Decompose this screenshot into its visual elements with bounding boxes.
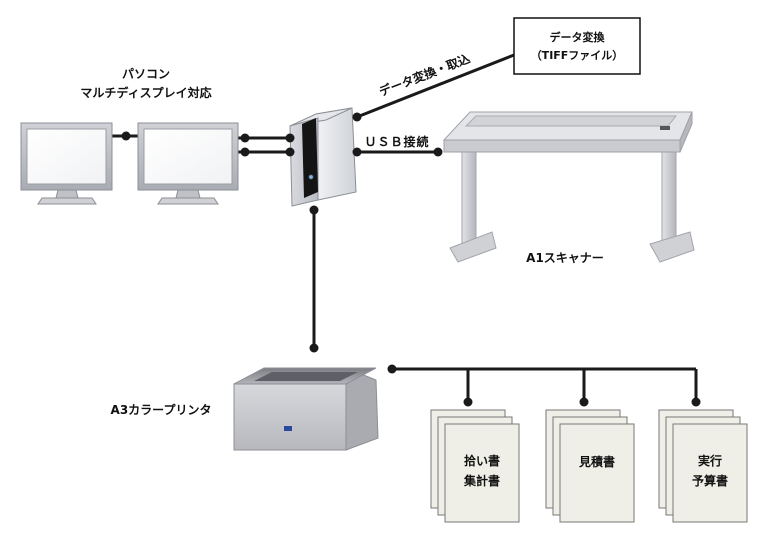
junction-dot [463, 397, 473, 407]
junction-dot [691, 397, 701, 407]
pc-label-line2: マルチディスプレイ対応 [80, 85, 211, 100]
data-conversion-label-line1: データ変換 [550, 30, 606, 44]
connection-lines [112, 53, 698, 402]
junction-dot [285, 147, 295, 157]
printer-label: A3カラープリンタ [111, 402, 212, 417]
junction-dot [285, 133, 295, 143]
pc-label-line1: パソコン [122, 67, 170, 81]
data-conversion-label-line2: （TIFFファイル） [531, 49, 624, 62]
usb-label: ＵＳＢ接続 [364, 134, 429, 149]
junction-dots [121, 112, 701, 407]
wire-data-conversion [356, 53, 515, 119]
doc3-label-line2: 予算書 [692, 473, 728, 488]
junction-dot [121, 131, 131, 141]
a1-scanner [442, 111, 695, 263]
junction-dot [309, 205, 319, 215]
data-conversion-box [513, 17, 641, 75]
junction-dot [309, 343, 319, 353]
junction-dot [352, 147, 362, 157]
pc-tower [289, 107, 357, 207]
doc3-label-line1: 実行 [698, 453, 722, 468]
junction-dot [433, 147, 443, 157]
document-stack-3 [658, 409, 748, 523]
document-stack-2 [545, 409, 635, 523]
scanner-label: A1スキャナー [526, 251, 604, 265]
doc2-label-line1: 見積書 [578, 454, 615, 469]
doc1-label-line2: 集計書 [463, 473, 500, 488]
junction-dot [240, 133, 250, 143]
junction-dot [579, 397, 589, 407]
document-stack-1 [430, 409, 520, 523]
a3-color-printer [233, 367, 379, 451]
junction-dot [352, 112, 362, 122]
monitor-right [137, 122, 239, 205]
monitor-left [20, 122, 113, 205]
junction-dot [240, 147, 250, 157]
doc1-label-line1: 拾い書 [464, 453, 500, 468]
junction-dot [387, 364, 397, 374]
